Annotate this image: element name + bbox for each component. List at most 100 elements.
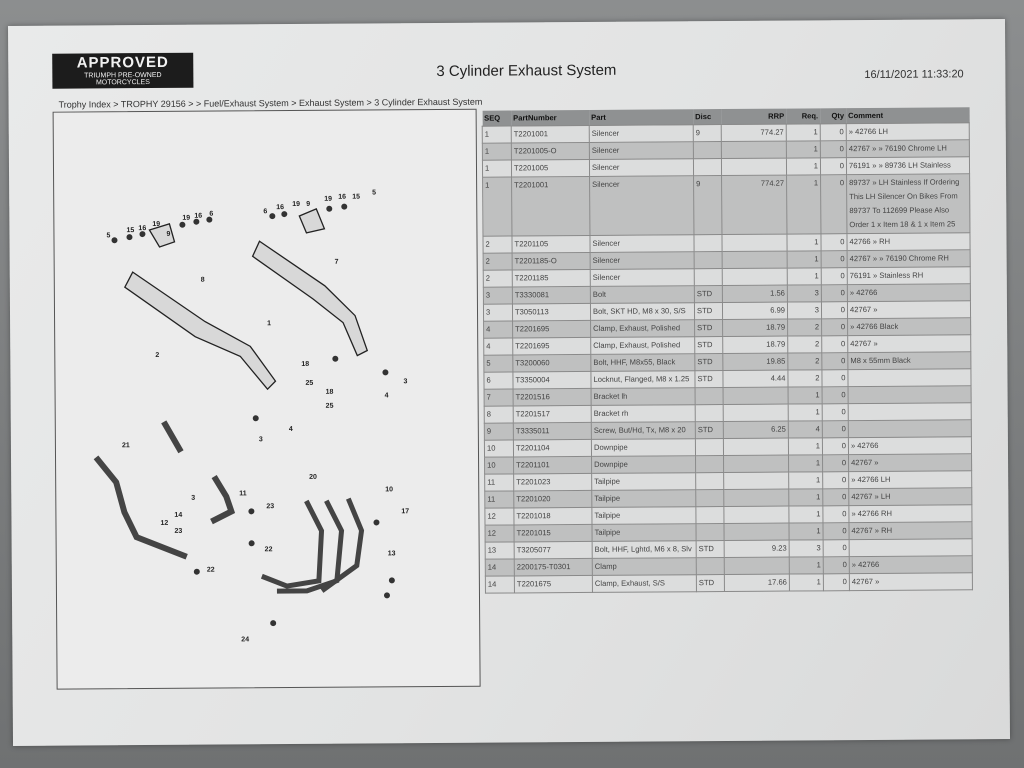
qty-cell: 0 <box>820 233 848 251</box>
bracket-right <box>298 207 326 234</box>
partnumber-cell: T2201001 <box>511 176 590 236</box>
req-cell: 1 <box>788 403 823 422</box>
partnumber-cell: T2201185-O <box>512 252 591 270</box>
part-cell: Tailpipe <box>591 506 696 525</box>
comment-cell: 42767 » » 76190 Chrome RH <box>847 249 971 268</box>
rrp-cell <box>723 404 789 422</box>
qty-cell: 0 <box>821 284 848 302</box>
partnumber-cell: T2201005 <box>511 159 590 177</box>
rrp-cell <box>722 268 788 286</box>
part-cell: Bolt <box>590 285 695 304</box>
callout-12: 12 <box>160 520 168 527</box>
silencer-2 <box>123 271 277 391</box>
qty-cell: 0 <box>822 522 850 540</box>
part-cell: Clamp, Exhaust, Polished <box>590 336 695 355</box>
callout-11: 11 <box>239 490 247 497</box>
seq-cell: 2 <box>483 269 513 288</box>
partnumber-cell: 2200175-T0301 <box>514 558 593 576</box>
partnumber-cell: T3335011 <box>513 422 592 440</box>
seq-cell: 14 <box>485 558 515 577</box>
callout-16: 16 <box>138 225 146 232</box>
disc-cell: STD <box>694 302 723 320</box>
disc-cell <box>695 455 724 473</box>
part-cell: Clamp, Exhaust, S/S <box>592 574 697 593</box>
bolts <box>111 203 395 627</box>
breadcrumb: Trophy Index > TROPHY 29156 > > Fuel/Exh… <box>58 96 483 110</box>
seq-cell: 3 <box>483 303 513 322</box>
col-part: Part <box>589 109 694 126</box>
partnumber-cell: T2201695 <box>512 320 591 338</box>
part-cell: Downpipe <box>591 438 696 457</box>
rrp-cell <box>722 251 788 269</box>
seq-cell: 14 <box>485 575 515 594</box>
callout-6: 6 <box>263 208 267 215</box>
seq-cell: 11 <box>484 473 514 492</box>
rrp-cell <box>723 455 789 473</box>
comment-cell: 42767 » LH <box>848 487 972 506</box>
part-cell: Tailpipe <box>591 523 697 542</box>
part-cell: Clamp <box>592 557 697 576</box>
col-disc: Disc <box>693 109 722 125</box>
comment-cell: 42767 » » 76190 Chrome LH <box>846 139 970 158</box>
comment-cell <box>848 385 972 404</box>
comment-cell: » 42766 <box>848 436 972 455</box>
qty-cell: 0 <box>822 386 849 404</box>
callout-17: 17 <box>401 508 409 515</box>
disc-cell <box>693 141 722 159</box>
rrp-cell <box>723 489 789 507</box>
seq-cell: 12 <box>484 524 515 543</box>
rrp-cell <box>724 557 790 575</box>
comment-cell: » 42766 LH <box>846 122 970 141</box>
callout-5: 5 <box>372 189 376 196</box>
comment-cell: » 42766 <box>849 555 973 574</box>
req-cell: 1 <box>786 123 821 142</box>
qty-cell: 0 <box>821 318 848 336</box>
comment-cell: 42767 » <box>849 572 973 591</box>
callout-25: 25 <box>326 403 334 410</box>
partnumber-cell: T2201020 <box>513 490 592 508</box>
callout-15: 15 <box>352 194 360 201</box>
partnumber-cell: T3350004 <box>512 371 592 389</box>
callout-23: 23 <box>266 503 274 510</box>
tailpipes <box>93 420 236 560</box>
comment-cell: 42766 » RH <box>846 232 971 251</box>
rrp-cell: 1.56 <box>722 285 788 303</box>
seq-cell: 1 <box>482 159 512 178</box>
disc-cell <box>694 251 723 269</box>
callout-4: 4 <box>385 392 389 399</box>
callout-19: 19 <box>324 196 332 203</box>
comment-cell: » 42766 <box>847 283 971 302</box>
part-cell: Bolt, HHF, M8x55, Black <box>590 353 695 372</box>
qty-cell: 0 <box>823 573 850 591</box>
comment-cell: 42767 » <box>847 300 971 319</box>
seq-cell: 2 <box>483 252 513 271</box>
qty-cell: 0 <box>821 250 848 268</box>
callout-4: 4 <box>289 426 293 433</box>
req-cell: 1 <box>786 233 822 252</box>
req-cell: 1 <box>788 488 823 507</box>
parts-table: SEQ PartNumber Part Disc RRP Req. Qty Co… <box>482 107 973 594</box>
qty-cell: 0 <box>821 267 848 285</box>
req-cell: 1 <box>788 471 823 490</box>
partnumber-cell: T2201516 <box>513 388 592 406</box>
callout-15: 15 <box>126 227 134 234</box>
callout-2: 2 <box>155 352 159 359</box>
comment-cell: 42767 » <box>848 453 972 472</box>
seq-cell: 10 <box>484 439 514 458</box>
callout-13: 13 <box>388 550 396 557</box>
part-cell: Tailpipe <box>591 472 696 491</box>
comment-cell: » 42766 RH <box>848 504 972 523</box>
disc-cell <box>696 557 725 575</box>
partnumber-cell: T2201101 <box>513 456 592 474</box>
rrp-cell <box>723 523 790 541</box>
rrp-cell: 18.79 <box>722 319 788 337</box>
req-cell: 1 <box>788 454 823 473</box>
callout-3: 3 <box>403 378 407 385</box>
callout-23: 23 <box>175 528 183 535</box>
req-cell: 1 <box>786 140 821 159</box>
qty-cell: 0 <box>822 437 849 455</box>
partnumber-cell: T2201018 <box>513 507 592 525</box>
seq-cell: 1 <box>482 125 512 144</box>
disc-cell <box>695 387 724 405</box>
seq-cell: 9 <box>484 422 514 441</box>
